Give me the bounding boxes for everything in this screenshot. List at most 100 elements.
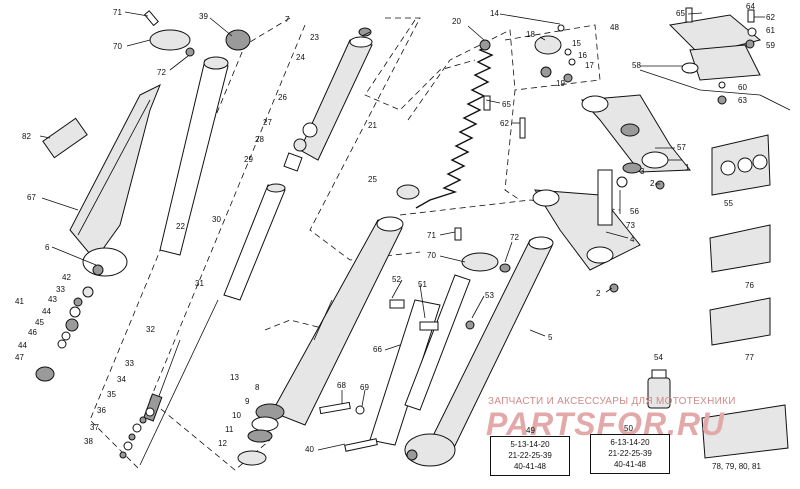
callout-39: 39 [199, 12, 208, 21]
callout-70: 70 [113, 42, 122, 51]
callout-2b: 2 [596, 289, 601, 298]
callout-71b: 71 [427, 231, 436, 240]
right-inner-tube [283, 27, 373, 172]
callout-72b: 72 [510, 233, 519, 242]
callout-34: 34 [117, 375, 126, 384]
callout-77: 77 [745, 353, 754, 362]
callout-9: 9 [245, 397, 250, 406]
callout-54: 54 [654, 353, 663, 362]
callout-7: 7 [285, 15, 290, 24]
left-clamp [143, 10, 251, 57]
upper-triple-clamp [580, 94, 692, 190]
left-stanchion [159, 56, 229, 256]
callout-57: 57 [677, 143, 686, 152]
callout-62b: 62 [766, 13, 775, 22]
callout-35: 35 [107, 390, 116, 399]
tool-label: 78, 79, 80, 81 [712, 462, 761, 471]
callout-37: 37 [90, 423, 99, 432]
callout-56: 56 [630, 207, 639, 216]
callout-61: 61 [766, 26, 775, 35]
callout-44b: 44 [18, 341, 27, 350]
handlebar-mounts [639, 7, 791, 111]
callout-6: 6 [45, 243, 50, 252]
callout-11: 11 [225, 425, 234, 434]
callout-41: 41 [15, 297, 24, 306]
left-leg-small-parts [35, 286, 94, 382]
special-tool [701, 404, 789, 459]
callout-44: 44 [42, 307, 51, 316]
callout-76: 76 [745, 281, 754, 290]
callout-5: 5 [548, 333, 553, 342]
callout-20: 20 [452, 17, 461, 26]
callout-36: 36 [97, 406, 106, 415]
callout-13: 13 [230, 373, 239, 382]
kit-50-line-1: 6-13-14-20 [610, 438, 650, 447]
callout-59: 59 [766, 41, 775, 50]
callout-53: 53 [485, 291, 494, 300]
oil-bottle [647, 369, 671, 409]
callout-33: 33 [56, 285, 65, 294]
callout-3: 3 [640, 167, 645, 176]
reflector [42, 117, 88, 159]
callout-69: 69 [360, 383, 369, 392]
callout-43: 43 [48, 295, 57, 304]
callout-60: 60 [738, 83, 747, 92]
callout-30: 30 [212, 215, 221, 224]
callout-42: 42 [62, 273, 71, 282]
callout-65b: 65 [676, 9, 685, 18]
callout-45: 45 [35, 318, 44, 327]
callout-1: 1 [685, 163, 690, 172]
callout-40: 40 [305, 445, 314, 454]
callout-27: 27 [263, 118, 272, 127]
kit-50-line-2: 21-22-25-39 [608, 449, 652, 458]
callout-25: 25 [368, 175, 377, 184]
kit-49-line-1: 5-13-14-20 [510, 440, 550, 449]
callout-62: 62 [500, 119, 509, 128]
callout-31: 31 [195, 279, 204, 288]
callout-63: 63 [738, 96, 747, 105]
callout-23: 23 [310, 33, 319, 42]
callout-55: 55 [724, 199, 733, 208]
callout-72: 72 [157, 68, 166, 77]
callouts: 71 39 70 72 82 67 6 42 33 43 41 44 45 46… [15, 2, 775, 454]
lower-triple-clamp [532, 162, 642, 293]
kit-box-49: 5-13-14-20 21-22-25-39 40-41-48 [490, 436, 570, 476]
callout-4: 4 [630, 235, 635, 244]
callout-16: 16 [578, 51, 587, 60]
callout-32: 32 [146, 325, 155, 334]
kit-box-50: 6-13-14-20 21-22-25-39 40-41-48 [590, 434, 670, 474]
callout-2: 2 [650, 179, 655, 188]
kit-49-line-3: 40-41-48 [513, 462, 547, 471]
kit-label-49: 49 [526, 426, 535, 435]
callout-58: 58 [632, 61, 641, 70]
fork-guards [709, 134, 771, 346]
left-fork-slider [69, 83, 161, 277]
right-lower-slider [237, 216, 404, 466]
callout-29: 29 [244, 155, 253, 164]
callout-17: 17 [585, 61, 594, 70]
callout-64: 64 [746, 2, 755, 11]
callout-28: 28 [255, 135, 264, 144]
callout-47: 47 [15, 353, 24, 362]
callout-8: 8 [255, 383, 260, 392]
leader-lines [39, 11, 765, 451]
callout-82: 82 [22, 132, 31, 141]
callout-70b: 70 [427, 251, 436, 260]
callout-65: 65 [502, 100, 511, 109]
callout-26: 26 [278, 93, 287, 102]
callout-71: 71 [113, 8, 122, 17]
kit-label-50: 50 [624, 424, 633, 433]
callout-66: 66 [373, 345, 382, 354]
damper-assembly [119, 183, 286, 466]
callout-15: 15 [572, 39, 581, 48]
kit-50-line-3: 40-41-48 [613, 460, 647, 469]
callout-51: 51 [418, 280, 427, 289]
callout-24: 24 [296, 53, 305, 62]
right-slider-outer [319, 227, 511, 467]
callout-21: 21 [368, 121, 377, 130]
callout-73: 73 [626, 221, 635, 230]
callout-48: 48 [610, 23, 619, 32]
kit-49-line-2: 21-22-25-39 [508, 451, 552, 460]
callout-22: 22 [176, 222, 185, 231]
callout-46: 46 [28, 328, 37, 337]
